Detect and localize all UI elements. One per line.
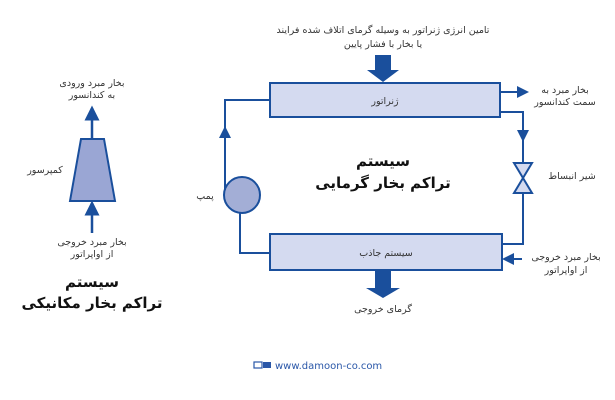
footer: www.damoon-co.com bbox=[253, 361, 382, 372]
from-evap-label-1: بخار مبرد خروجی bbox=[531, 252, 600, 263]
to-condenser-label-2: سمت کندانسور bbox=[533, 97, 595, 108]
energy-label-2: یا بخار با فشار پایین bbox=[344, 39, 423, 50]
compressor-outlet-label-2: به کندانسور bbox=[68, 90, 115, 101]
heat-out-label: گرمای خروجی bbox=[354, 303, 412, 315]
website-url: www.damoon-co.com bbox=[275, 361, 382, 372]
to-condenser-label-1: بخار مبرد به bbox=[541, 85, 588, 96]
generator-to-valve-line bbox=[500, 111, 529, 142]
compressor-outlet-label-1: بخار مبرد ورودی bbox=[59, 78, 124, 89]
compressor-shape bbox=[68, 138, 117, 202]
heat-output-arrow bbox=[366, 270, 400, 298]
mechanical-title-2: تراکم بخار مکانیکی bbox=[21, 294, 162, 312]
valve-label: شیر انبساط bbox=[548, 171, 595, 182]
mechanical-system: بخار مبرد ورودی به کندانسور کمپرسور بخار… bbox=[21, 78, 162, 312]
thermal-title-1: سیستم bbox=[356, 152, 410, 170]
energy-label-1: تامین انرژی ژنراتور به وسیله گرمای اتلاف… bbox=[277, 24, 490, 36]
thermal-system: تامین انرژی ژنراتور به وسیله گرمای اتلاف… bbox=[196, 24, 600, 315]
mechanical-title-1: سیستم bbox=[65, 273, 119, 291]
compressor-inlet-label-2: از اواپراتور bbox=[70, 249, 114, 260]
pump-to-generator-line bbox=[224, 99, 270, 130]
expansion-valve-icon bbox=[512, 162, 534, 194]
generator-label: ژنراتور bbox=[370, 96, 399, 107]
valve-to-absorber-line bbox=[502, 193, 524, 245]
compressor-inlet-label-1: بخار مبرد خروجی bbox=[57, 237, 126, 248]
thermal-title-2: تراکم بخار گرمایی bbox=[315, 174, 451, 192]
absorber-label: سیستم جاذب bbox=[359, 248, 412, 259]
compressor-label: کمپرسور bbox=[26, 165, 63, 176]
energy-input-arrow bbox=[367, 55, 399, 82]
pump-icon bbox=[223, 176, 261, 214]
pump-label: پمپ bbox=[196, 191, 214, 202]
logo-icon bbox=[253, 361, 263, 369]
absorber-to-pump-line bbox=[239, 213, 270, 254]
from-evap-label-2: از اواپراتور bbox=[544, 265, 588, 276]
logo-icon-part bbox=[263, 362, 271, 368]
